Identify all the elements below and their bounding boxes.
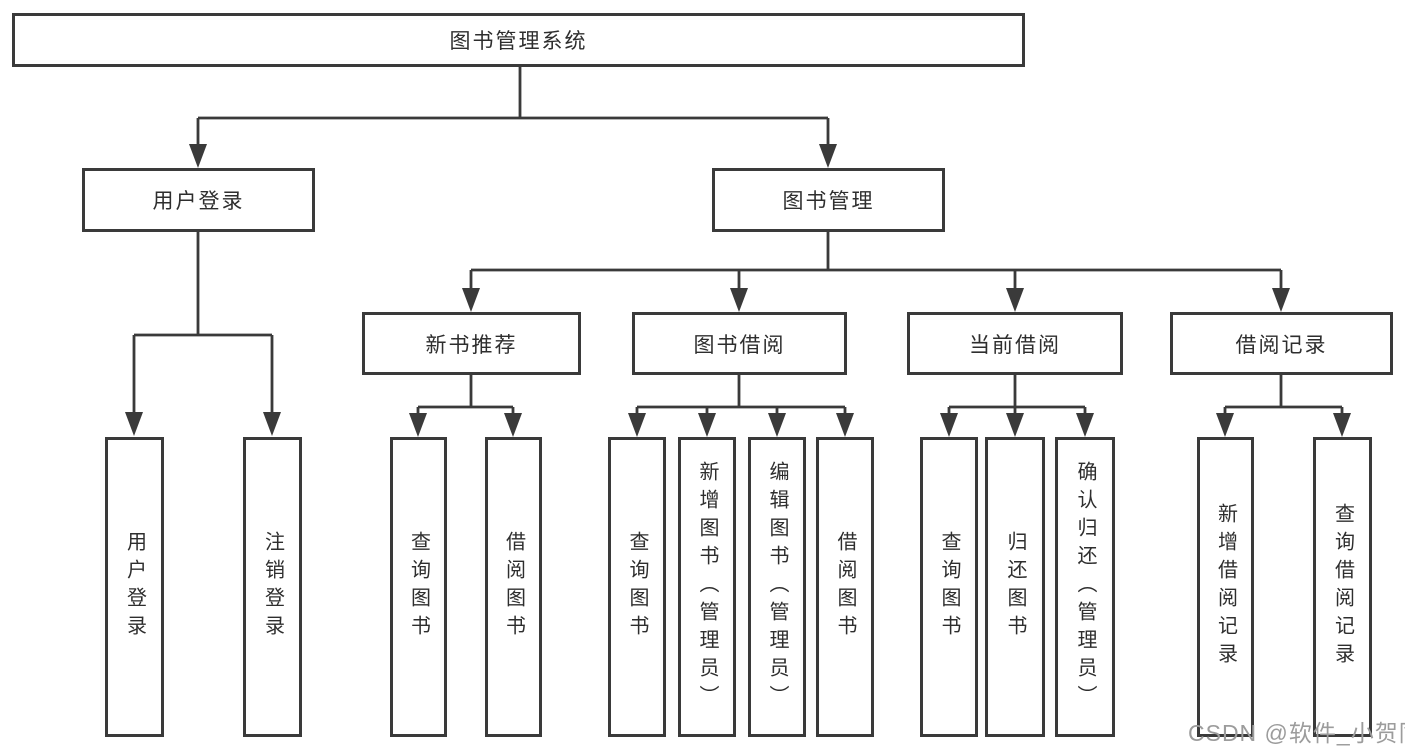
node-leaf-confirm-return-admin-label: 确认归还（管理员） — [1074, 461, 1096, 713]
node-leaf-query-books-current-label: 查询图书 — [938, 531, 960, 643]
node-leaf-edit-books-admin: 编辑图书（管理员） — [748, 437, 806, 737]
csdn-watermark: CSDN @软件_小贺同学 — [1188, 720, 1405, 746]
node-borrow-record: 借阅记录 — [1170, 312, 1393, 375]
node-leaf-add-borrow-record-label: 新增借阅记录 — [1214, 503, 1237, 671]
node-borrow-record-label: 借阅记录 — [1235, 333, 1328, 357]
node-book-borrow-label: 图书借阅 — [693, 333, 786, 357]
node-leaf-query-books-borrow: 查询图书 — [608, 437, 666, 737]
node-book-management: 图书管理 — [712, 168, 945, 232]
node-leaf-add-books-admin: 新增图书（管理员） — [678, 437, 736, 737]
node-user-login: 用户登录 — [82, 168, 315, 232]
node-leaf-add-books-admin-label: 新增图书（管理员） — [696, 461, 718, 713]
node-user-login-label: 用户登录 — [152, 190, 245, 213]
node-leaf-query-borrow-record-label: 查询借阅记录 — [1331, 503, 1354, 671]
node-leaf-borrow-books: 借阅图书 — [816, 437, 874, 737]
node-leaf-logout: 注销登录 — [243, 437, 302, 737]
node-leaf-query-books-newbook-label: 查询图书 — [407, 531, 430, 643]
node-leaf-borrow-books-newbook-label: 借阅图书 — [502, 531, 525, 643]
node-leaf-query-borrow-record: 查询借阅记录 — [1313, 437, 1372, 737]
node-leaf-confirm-return-admin: 确认归还（管理员） — [1055, 437, 1115, 737]
node-leaf-query-books-borrow-label: 查询图书 — [626, 531, 648, 643]
node-new-book-recommend: 新书推荐 — [362, 312, 581, 375]
node-book-borrow: 图书借阅 — [632, 312, 847, 375]
node-leaf-return-books: 归还图书 — [985, 437, 1045, 737]
node-leaf-query-books-current: 查询图书 — [920, 437, 978, 737]
node-leaf-return-books-label: 归还图书 — [1004, 531, 1026, 643]
node-current-borrow-label: 当前借阅 — [969, 333, 1061, 357]
node-leaf-borrow-books-label: 借阅图书 — [834, 531, 856, 643]
node-new-book-recommend-label: 新书推荐 — [425, 333, 518, 357]
node-leaf-add-borrow-record: 新增借阅记录 — [1197, 437, 1254, 737]
tree-edges — [132, 66, 1344, 415]
arrowheads — [125, 144, 1351, 437]
node-leaf-edit-books-admin-label: 编辑图书（管理员） — [766, 461, 788, 713]
node-leaf-borrow-books-newbook: 借阅图书 — [485, 437, 542, 737]
node-root: 图书管理系统 — [12, 13, 1025, 67]
node-book-management-label: 图书管理 — [782, 190, 875, 213]
node-current-borrow: 当前借阅 — [907, 312, 1123, 375]
node-leaf-query-books-newbook: 查询图书 — [390, 437, 447, 737]
node-leaf-user-login: 用户登录 — [105, 437, 164, 737]
node-root-label: 图书管理系统 — [449, 30, 588, 53]
node-leaf-user-login-label: 用户登录 — [123, 531, 146, 643]
node-leaf-logout-label: 注销登录 — [261, 531, 284, 643]
